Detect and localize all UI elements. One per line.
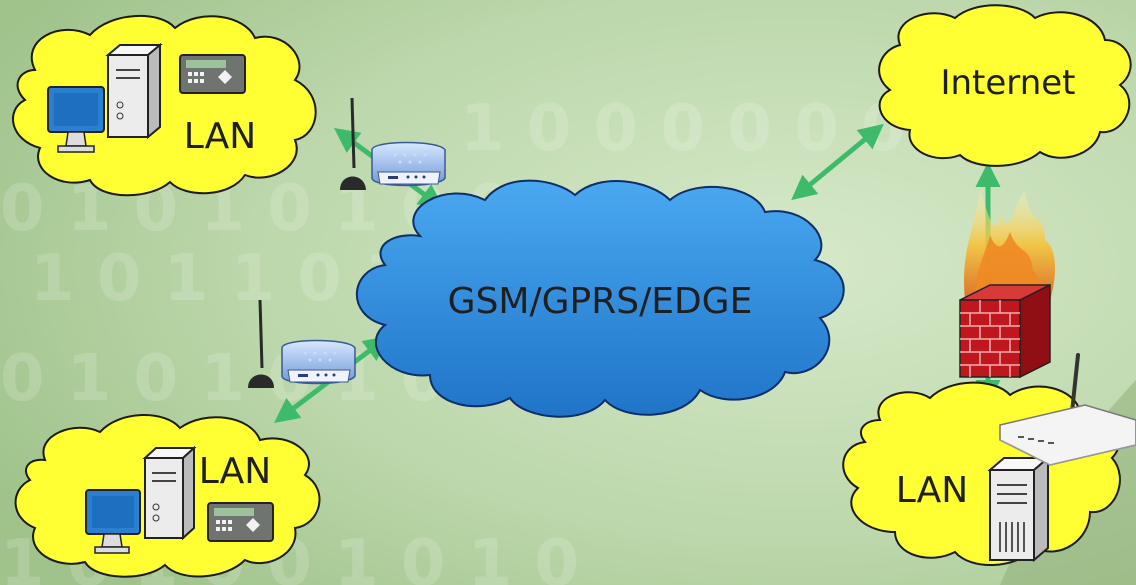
gsm-cloud-label: GSM/GPRS/EDGE: [448, 281, 753, 322]
lan-bottom-right-label: LAN: [896, 470, 968, 511]
lan-cloud-top-left: LAN: [12, 14, 317, 197]
server-icon: [142, 445, 197, 541]
router-icon: [999, 353, 1136, 466]
antenna-icon: [248, 299, 274, 388]
computer-icon: [47, 86, 105, 153]
modem-icon: [281, 339, 356, 385]
lan-bottom-left-label: LAN: [199, 451, 271, 492]
computer-icon: [85, 489, 141, 554]
lan-cloud-bottom-left: LAN: [14, 414, 321, 578]
lan-top-left-label: LAN: [184, 116, 256, 157]
server-icon: [105, 42, 163, 140]
arrow-gsm-to-internet: [791, 123, 884, 201]
modem-icon: [371, 141, 446, 187]
gsm-cloud: GSM/GPRS/EDGE: [355, 179, 845, 418]
server-icon: [987, 455, 1051, 563]
internet-label: Internet: [940, 63, 1075, 103]
keypad-device-icon: [179, 54, 246, 94]
keypad-device-icon: [207, 502, 274, 542]
firewall-icon: [959, 190, 1055, 379]
internet-cloud: Internet: [878, 4, 1132, 167]
antenna-icon: [340, 97, 366, 190]
